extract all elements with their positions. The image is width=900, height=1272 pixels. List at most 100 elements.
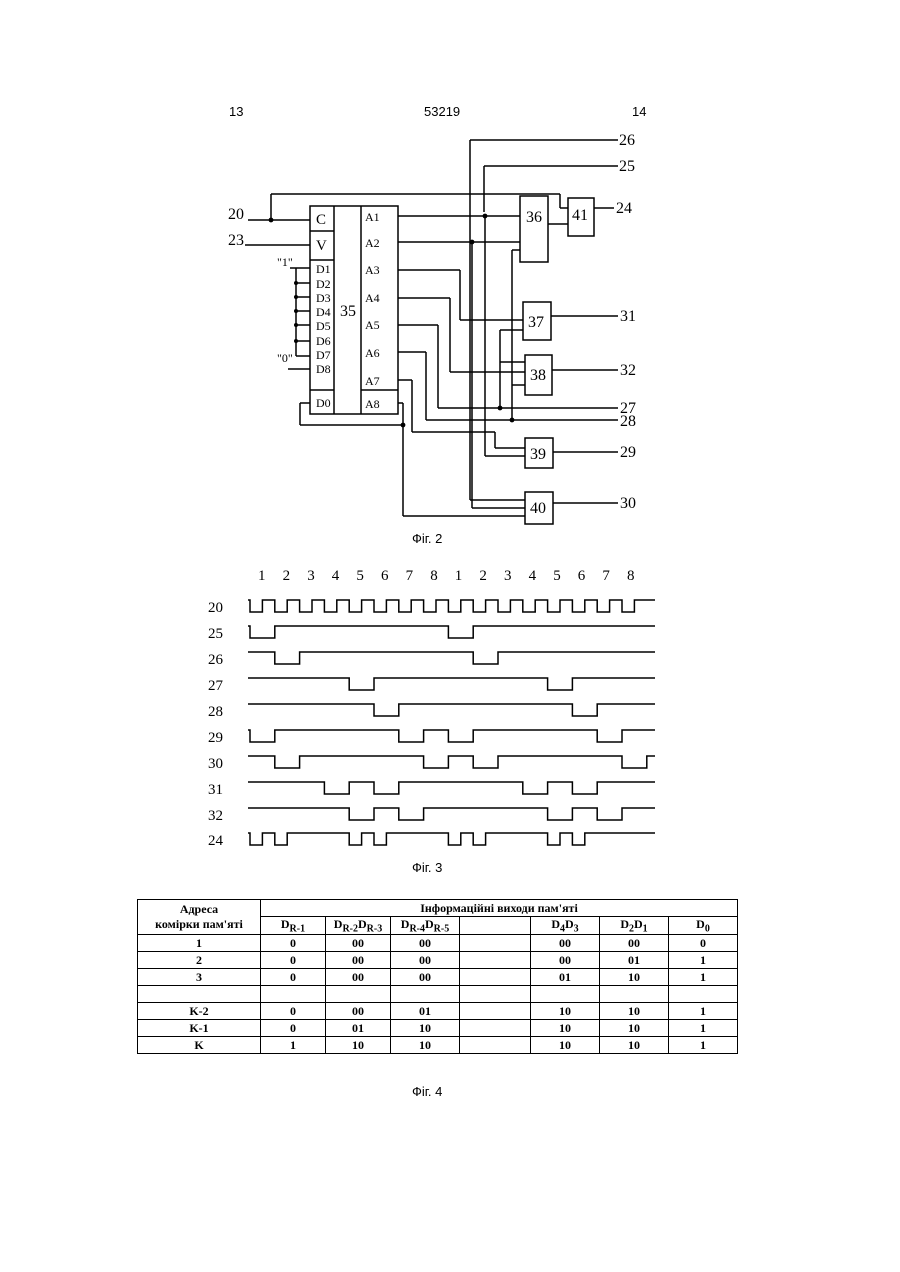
table-cell: 00 xyxy=(326,935,391,952)
col-d4d3: D4D3 xyxy=(531,917,600,935)
table-cell: 10 xyxy=(326,1037,391,1054)
pin-a3-label: A3 xyxy=(365,263,380,277)
block-36-label: 36 xyxy=(526,209,542,226)
table-row: K-10011010101 xyxy=(138,1020,738,1037)
table-cell xyxy=(460,952,531,969)
signal-label: 31 xyxy=(208,782,223,798)
table-cell xyxy=(460,969,531,986)
table-cell: 1 xyxy=(261,1037,326,1054)
address-header: Адреса комірки пам'яті xyxy=(138,900,261,935)
tick-label: 7 xyxy=(406,568,414,584)
table-cell: 1 xyxy=(669,1037,738,1054)
signal-waveform xyxy=(248,756,655,768)
table-cell: 01 xyxy=(600,952,669,969)
pin-d7-label: D7 xyxy=(316,348,331,362)
signal-label: 26 xyxy=(208,652,224,668)
input-20-label: 20 xyxy=(228,206,244,223)
table-cell: 0 xyxy=(669,935,738,952)
table-cell: 0 xyxy=(261,969,326,986)
table-body: 100000000002000000001130000001101K-20000… xyxy=(138,935,738,1054)
table-row: K1101010101 xyxy=(138,1037,738,1054)
table-cell: 1 xyxy=(669,1020,738,1037)
pin-d5-label: D5 xyxy=(316,319,331,333)
table-cell: 0 xyxy=(261,952,326,969)
table-cell: K-2 xyxy=(138,1003,261,1020)
table-cell: 10 xyxy=(531,1003,600,1020)
table-row: 10000000000 xyxy=(138,935,738,952)
output-30-label: 30 xyxy=(620,495,636,512)
table-cell: 00 xyxy=(531,952,600,969)
table-cell xyxy=(531,986,600,1003)
fig2-circuit-diagram: C V D1 D2 D3 D4 D5 D6 D7 D8 D0 A1 A2 A3 … xyxy=(0,0,900,560)
table-row: 20000000011 xyxy=(138,952,738,969)
table-row: K-20000110101 xyxy=(138,1003,738,1020)
const-zero-label: "0" xyxy=(277,351,293,365)
tick-label: 5 xyxy=(356,568,364,584)
table-cell xyxy=(460,986,531,1003)
table-cell: 10 xyxy=(391,1020,460,1037)
outputs-header: Інформаційні виходи пам'яті xyxy=(261,900,738,917)
table-cell: 0 xyxy=(261,935,326,952)
tick-label: 4 xyxy=(529,568,537,584)
output-31-label: 31 xyxy=(620,308,636,325)
signal-waveform xyxy=(248,626,655,638)
tick-label: 8 xyxy=(627,568,635,584)
output-25-label: 25 xyxy=(619,158,635,175)
col-d2d1: D2D1 xyxy=(600,917,669,935)
table-row xyxy=(138,986,738,1003)
table-cell: 10 xyxy=(600,1003,669,1020)
pin-a5-label: A5 xyxy=(365,318,380,332)
table-cell: 1 xyxy=(669,1003,738,1020)
tick-label: 2 xyxy=(479,568,487,584)
col-dr2dr3: DR-2DR-3 xyxy=(326,917,391,935)
pin-a4-label: A4 xyxy=(365,291,380,305)
output-26-label: 26 xyxy=(619,132,635,149)
table-cell: 3 xyxy=(138,969,261,986)
table-cell: 10 xyxy=(391,1037,460,1054)
output-32-label: 32 xyxy=(620,362,636,379)
table-cell: 10 xyxy=(600,1037,669,1054)
table-cell: 10 xyxy=(600,1020,669,1037)
pin-a6-label: A6 xyxy=(365,346,380,360)
table-cell: 10 xyxy=(600,969,669,986)
table-cell xyxy=(460,935,531,952)
tick-label: 4 xyxy=(332,568,340,584)
table-cell: 00 xyxy=(600,935,669,952)
block-39-label: 39 xyxy=(530,446,546,463)
table-cell: 00 xyxy=(326,1003,391,1020)
table-cell: 00 xyxy=(326,952,391,969)
pin-a2-label: A2 xyxy=(365,236,380,250)
col-dr1: DR-1 xyxy=(261,917,326,935)
pin-a8-label: A8 xyxy=(365,397,380,411)
table-cell xyxy=(391,986,460,1003)
pin-v-label: V xyxy=(316,238,327,254)
pin-d1-label: D1 xyxy=(316,262,331,276)
output-28-label: 28 xyxy=(620,413,636,430)
fig4-memory-table: Адреса комірки пам'яті Інформаційні вихо… xyxy=(137,899,738,1054)
fig4-caption: Фіг. 4 xyxy=(412,1084,442,1099)
fig3-timing-diagram: 123456781234567820252627282930313224 xyxy=(0,560,900,860)
col-gap xyxy=(460,917,531,935)
pin-d4-label: D4 xyxy=(316,305,331,319)
signal-label: 20 xyxy=(208,600,223,616)
output-24-label: 24 xyxy=(616,200,632,217)
table-cell: K xyxy=(138,1037,261,1054)
signal-label: 24 xyxy=(208,833,224,849)
const-one-label: "1" xyxy=(277,255,293,269)
tick-label: 1 xyxy=(455,568,463,584)
tick-label: 6 xyxy=(578,568,586,584)
block-40-label: 40 xyxy=(530,500,546,517)
pin-d8-label: D8 xyxy=(316,362,331,376)
table-cell: 00 xyxy=(391,969,460,986)
table-row: 30000001101 xyxy=(138,969,738,986)
tick-label: 8 xyxy=(430,568,438,584)
block-41-label: 41 xyxy=(572,207,588,224)
signal-waveform xyxy=(248,652,655,664)
signal-waveform xyxy=(248,678,655,690)
tick-label: 1 xyxy=(258,568,266,584)
tick-label: 3 xyxy=(307,568,315,584)
pin-a1-label: A1 xyxy=(365,210,380,224)
block-35-label: 35 xyxy=(340,303,356,320)
input-23-label: 23 xyxy=(228,232,244,249)
signal-label: 25 xyxy=(208,626,223,642)
